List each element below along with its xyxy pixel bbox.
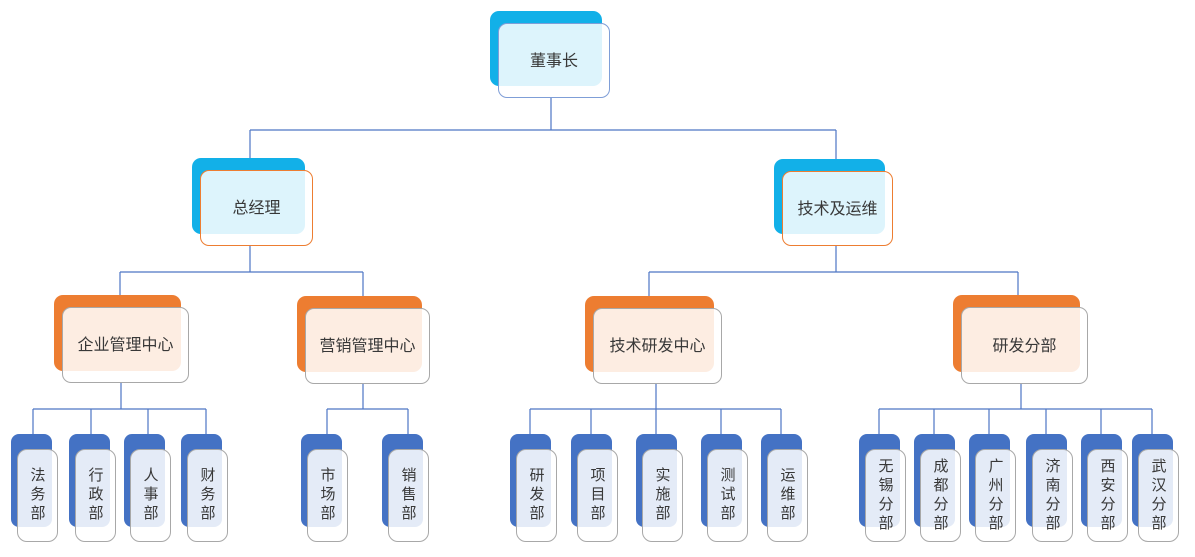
org-node-general-manager[interactable]: 总经理: [192, 158, 313, 246]
node-card: 销售部: [388, 449, 429, 542]
org-node-finance-dept[interactable]: 财务部: [181, 434, 228, 542]
node-label: 广州分部: [986, 457, 1005, 534]
node-card: 法务部: [17, 449, 58, 542]
org-node-implementation-dept[interactable]: 实施部: [636, 434, 683, 542]
org-node-rnd-dept[interactable]: 研发部: [510, 434, 557, 542]
org-node-ops-dept[interactable]: 运维部: [761, 434, 808, 542]
org-node-tech-and-ops[interactable]: 技术及运维: [774, 159, 893, 246]
node-label: 技术研发中心: [609, 336, 706, 356]
node-card: 项目部: [577, 449, 618, 542]
node-card: 测试部: [707, 449, 748, 542]
node-label: 董事长: [529, 50, 578, 70]
org-node-rnd-branch[interactable]: 研发分部: [953, 295, 1088, 384]
org-node-enterprise-mgmt-center[interactable]: 企业管理中心: [54, 295, 189, 383]
node-label: 济南分部: [1043, 457, 1062, 534]
org-node-guangzhou-branch[interactable]: 广州分部: [969, 434, 1016, 542]
node-card: 广州分部: [975, 449, 1016, 542]
node-label: 运维部: [778, 467, 797, 524]
node-card: 无锡分部: [865, 449, 906, 542]
node-label: 西安分部: [1098, 457, 1117, 534]
node-card: 武汉分部: [1138, 449, 1179, 542]
org-node-market-dept[interactable]: 市场部: [301, 434, 348, 542]
node-card: 成都分部: [920, 449, 961, 542]
node-card: 西安分部: [1087, 449, 1128, 542]
node-card: 技术及运维: [782, 171, 893, 246]
org-node-chairman[interactable]: 董事长: [490, 11, 610, 98]
node-card: 济南分部: [1032, 449, 1073, 542]
org-node-testing-dept[interactable]: 测试部: [701, 434, 748, 542]
node-card: 研发部: [516, 449, 557, 542]
node-label: 营销管理中心: [319, 336, 416, 356]
node-label: 实施部: [653, 467, 672, 524]
node-label: 企业管理中心: [77, 335, 174, 355]
node-card: 财务部: [187, 449, 228, 542]
node-label: 销售部: [399, 467, 418, 524]
org-node-legal-dept[interactable]: 法务部: [11, 434, 58, 542]
connector-enterprise-to-depts: [32, 383, 207, 434]
node-label: 财务部: [198, 467, 217, 524]
node-card: 营销管理中心: [305, 308, 430, 384]
org-node-wuxi-branch[interactable]: 无锡分部: [859, 434, 906, 542]
org-node-tech-rnd-center[interactable]: 技术研发中心: [585, 296, 722, 384]
node-card: 人事部: [130, 449, 171, 542]
node-label: 法务部: [28, 467, 47, 524]
node-label: 研发部: [527, 467, 546, 524]
node-label: 人事部: [141, 467, 160, 524]
org-node-sales-dept[interactable]: 销售部: [382, 434, 429, 542]
org-node-chengdu-branch[interactable]: 成都分部: [914, 434, 961, 542]
node-label: 研发分部: [992, 335, 1057, 355]
connector-techops-to-level3: [648, 246, 1019, 296]
node-label: 总经理: [232, 198, 281, 218]
connector-marketing-to-depts: [326, 384, 409, 434]
connector-branch-to-depts: [878, 384, 1153, 434]
node-label: 无锡分部: [876, 457, 895, 534]
node-label: 武汉分部: [1149, 457, 1168, 534]
node-card: 企业管理中心: [62, 307, 189, 383]
node-card: 运维部: [767, 449, 808, 542]
node-card: 行政部: [75, 449, 116, 542]
node-label: 技术及运维: [797, 198, 878, 218]
node-card: 研发分部: [961, 307, 1088, 384]
node-label: 项目部: [588, 467, 607, 524]
org-node-hr-dept[interactable]: 人事部: [124, 434, 171, 542]
node-label: 市场部: [318, 467, 337, 524]
node-label: 成都分部: [931, 457, 950, 534]
node-card: 市场部: [307, 449, 348, 542]
node-card: 董事长: [498, 23, 610, 98]
org-node-jinan-branch[interactable]: 济南分部: [1026, 434, 1073, 542]
node-card: 总经理: [200, 170, 313, 246]
org-node-admin-dept[interactable]: 行政部: [69, 434, 116, 542]
connector-rnd-center-to-depts: [529, 384, 782, 434]
org-node-xian-branch[interactable]: 西安分部: [1081, 434, 1128, 542]
connector-root-to-level2: [249, 98, 837, 160]
node-label: 测试部: [718, 467, 737, 524]
org-node-marketing-mgmt-center[interactable]: 营销管理中心: [297, 296, 430, 384]
org-node-project-dept[interactable]: 项目部: [571, 434, 618, 542]
connector-gm-to-level3: [119, 246, 364, 296]
node-card: 技术研发中心: [593, 308, 722, 384]
org-node-wuhan-branch[interactable]: 武汉分部: [1132, 434, 1179, 542]
node-card: 实施部: [642, 449, 683, 542]
node-label: 行政部: [86, 467, 105, 524]
